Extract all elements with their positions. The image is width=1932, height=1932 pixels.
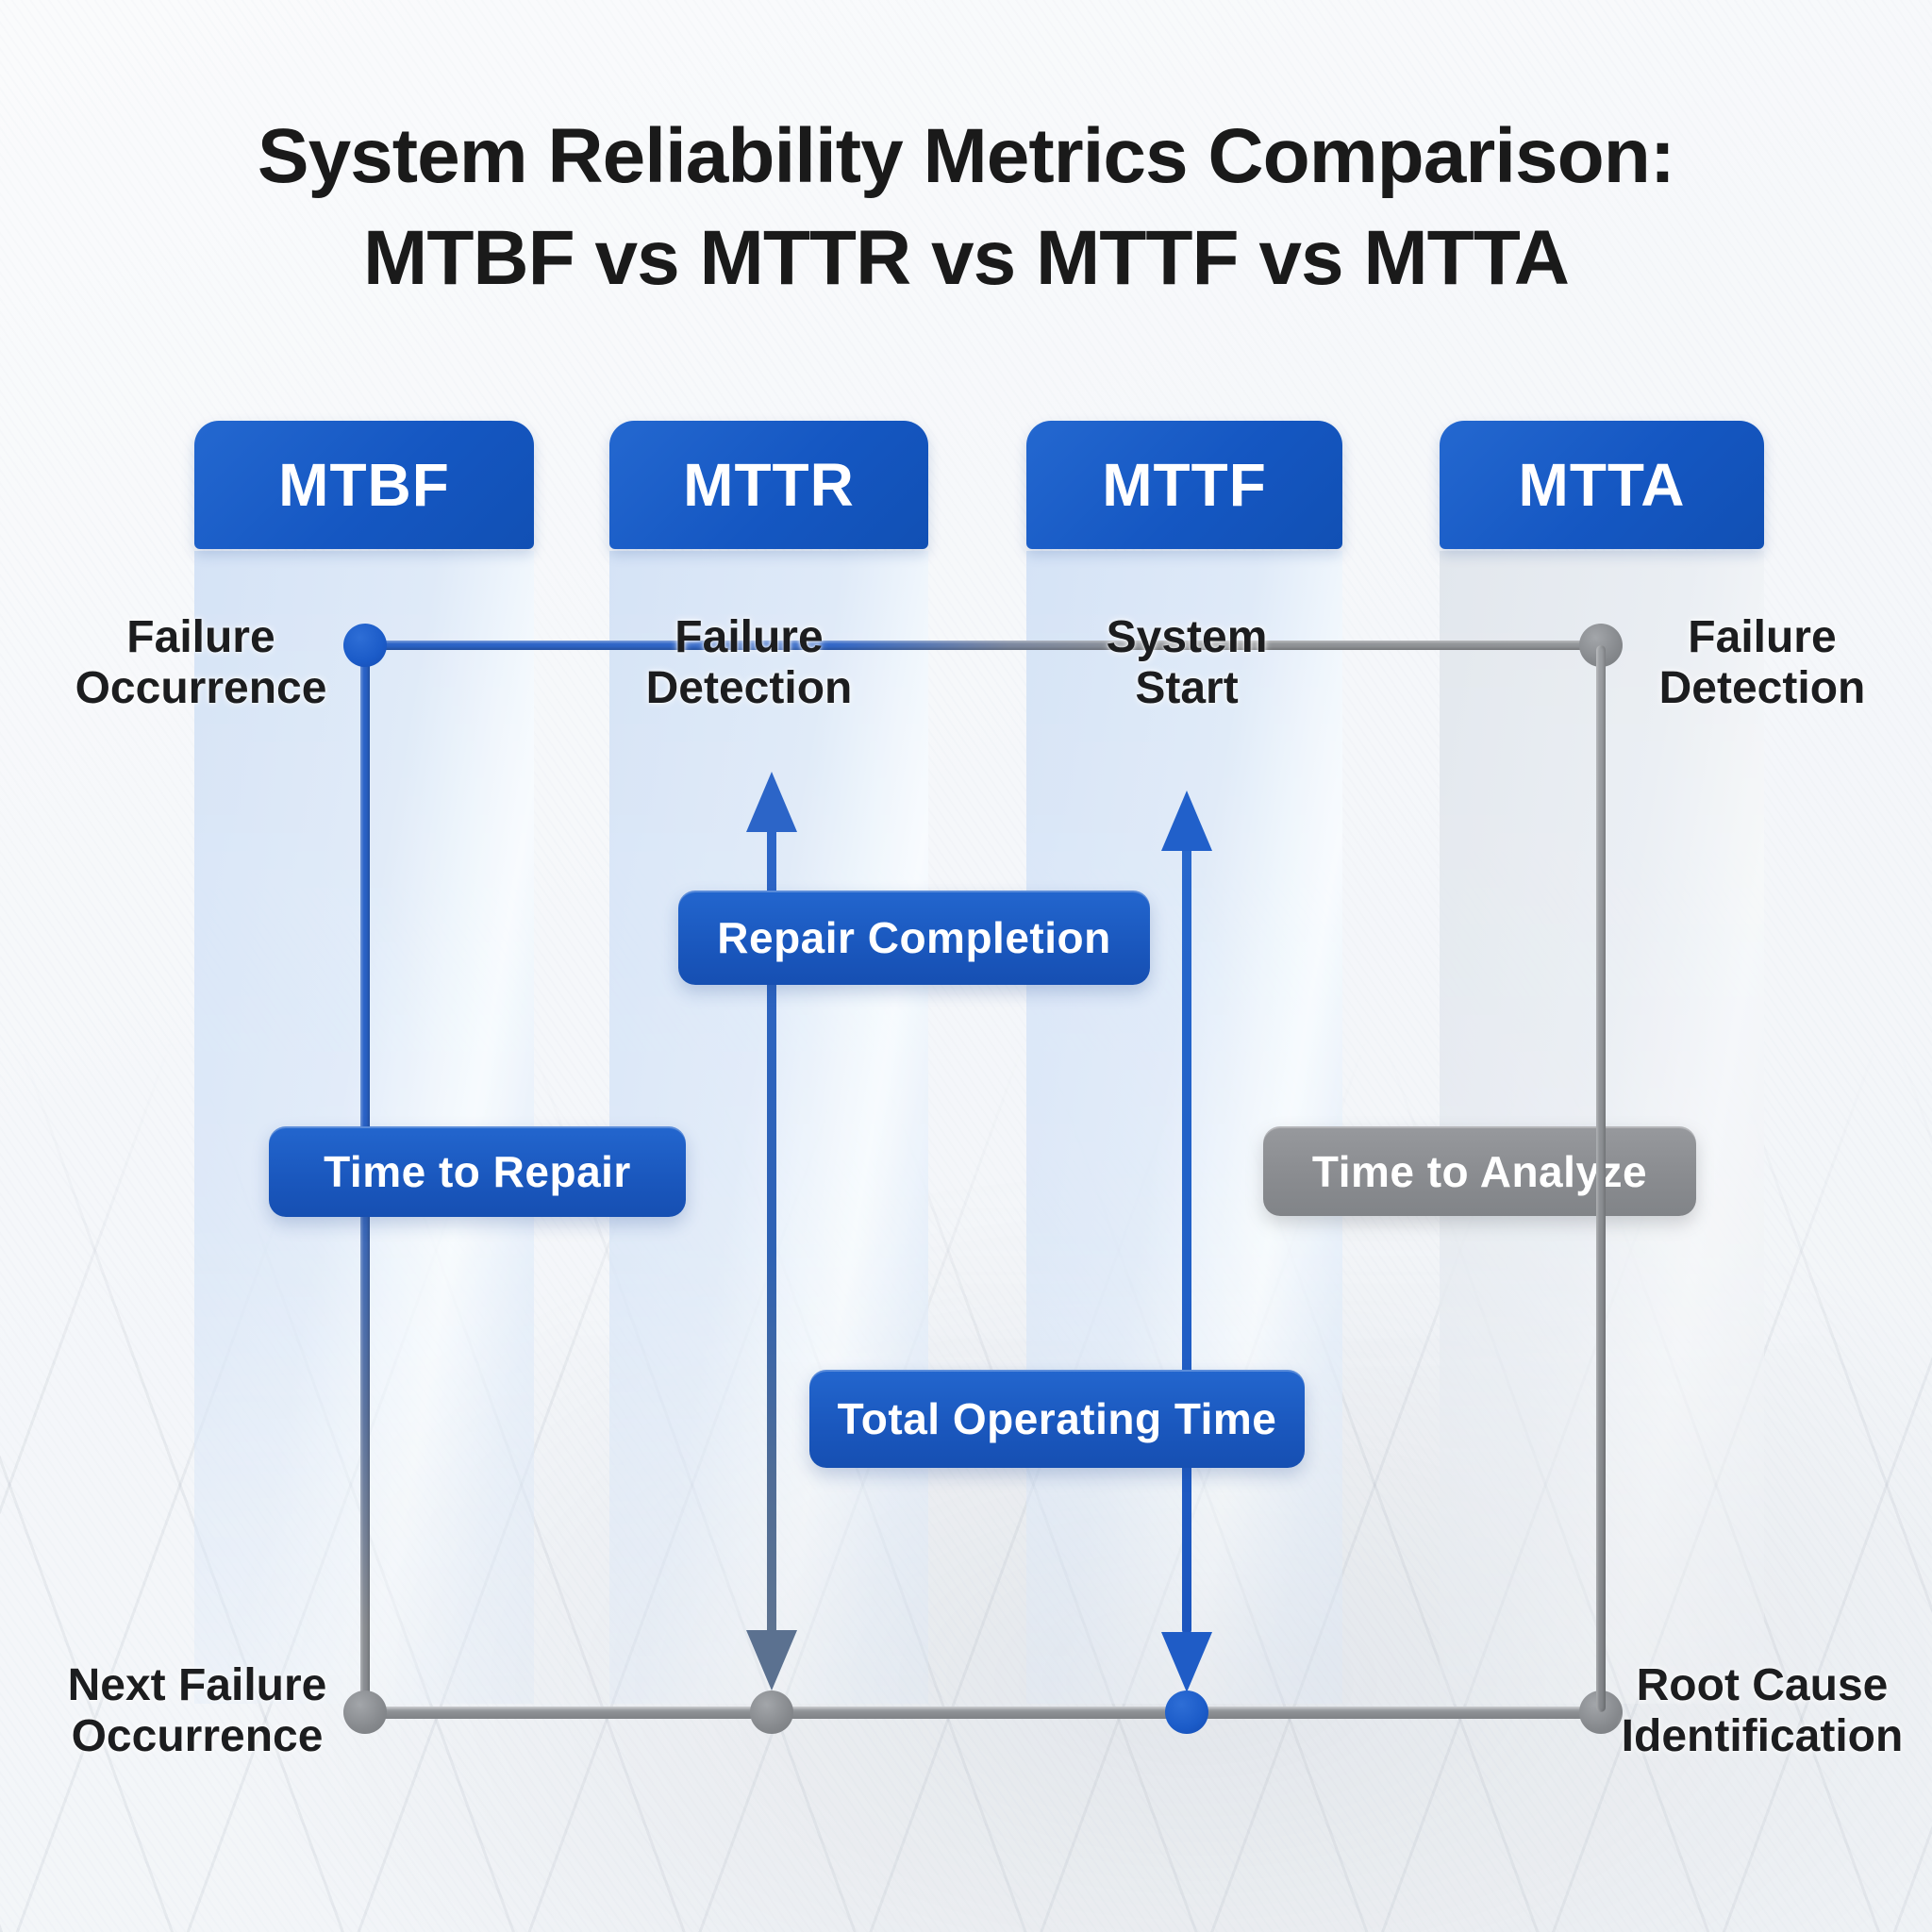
next-failure-occurrence-label-line2: Occurrence (71, 1711, 324, 1761)
failure-detection-mttr-label-line2: Detection (645, 663, 853, 713)
root-cause-identification-label-line2: Identification (1621, 1711, 1904, 1761)
page-title-line1: System Reliability Metrics Comparison: (257, 113, 1675, 199)
failure-detection-mtta-label: Failure Detection (1592, 612, 1932, 714)
mttf-arrow-down-icon (1161, 1632, 1212, 1692)
mttf-arrow-shaft (1182, 847, 1191, 1634)
page-title: System Reliability Metrics Comparison: M… (0, 106, 1932, 309)
next-failure-occurrence-dot (343, 1690, 387, 1734)
mttr-arrow-up-icon (746, 772, 797, 832)
system-failure-dot (1165, 1690, 1208, 1734)
failure-occurrence-label: Failure Occurrence (22, 612, 380, 714)
header-mttf: MTTF (1026, 421, 1342, 549)
timeline-bottom-line (365, 1707, 1601, 1719)
system-start-label-line2: Start (1135, 663, 1239, 713)
header-mttr: MTTR (609, 421, 928, 549)
mttr-arrow-down-icon (746, 1630, 797, 1690)
failure-detection-mttr-label-line1: Failure (675, 612, 824, 662)
failure-detection-mtta-label-line2: Detection (1658, 663, 1866, 713)
failure-occurrence-label-line2: Occurrence (75, 663, 327, 713)
header-mtbf: MTBF (194, 421, 534, 549)
next-failure-occurrence-label: Next Failure Occurrence (18, 1660, 376, 1762)
repair-completion-box: Repair Completion (678, 891, 1150, 985)
time-to-analyze-box: Time to Analyze (1263, 1126, 1696, 1216)
time-to-repair-box: Time to Repair (269, 1126, 686, 1217)
timeline-top-line (365, 641, 1601, 650)
mttf-arrow-up-icon (1161, 791, 1212, 851)
page-title-line2: MTBF vs MTTR vs MTTF vs MTTA (363, 215, 1570, 301)
repair-end-dot (750, 1690, 793, 1734)
root-cause-identification-label-line1: Root Cause (1636, 1660, 1889, 1710)
failure-occurrence-dot (343, 624, 387, 667)
root-cause-identification-label: Root Cause Identification (1592, 1660, 1932, 1762)
system-start-label: System Start (1008, 612, 1366, 714)
next-failure-occurrence-label-line1: Next Failure (67, 1660, 327, 1710)
system-start-label-line1: System (1106, 612, 1268, 662)
mtta-vertical-line (1596, 645, 1606, 1712)
mttr-arrow-shaft (767, 828, 776, 1638)
total-operating-time-box: Total Operating Time (809, 1370, 1305, 1468)
header-mtta: MTTA (1440, 421, 1764, 549)
failure-occurrence-label-line1: Failure (126, 612, 275, 662)
failure-detection-mttr-label: Failure Detection (570, 612, 928, 714)
failure-detection-mtta-label-line1: Failure (1688, 612, 1837, 662)
